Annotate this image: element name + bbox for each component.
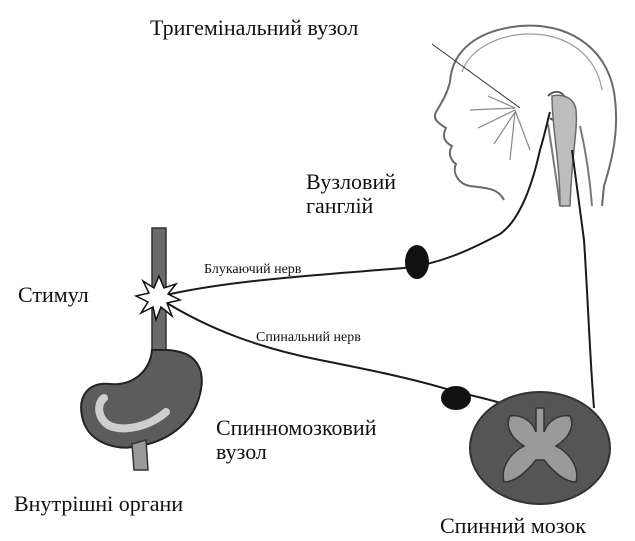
vagus-nerve-label: Блукаючий нерв xyxy=(204,262,301,277)
trigeminal-ganglion-label: Тригемінальний вузол xyxy=(150,16,358,40)
face-nerve-branches xyxy=(470,96,530,160)
viscera-label: Внутрішні органи xyxy=(14,492,183,516)
spinal-cord-label: Спинний мозок xyxy=(440,514,586,538)
trigeminal-pointer-line xyxy=(432,44,520,108)
stomach-illustration xyxy=(81,228,202,470)
nodose-ganglion-label-line2: ганглій xyxy=(306,194,396,218)
stimulus-label: Стимул xyxy=(18,283,89,307)
nodose-ganglion-label-line1: Вузловий xyxy=(306,170,396,194)
dorsal-root-ganglion-label: Спинномозковий вузол xyxy=(216,416,376,464)
dorsal-root-ganglion-label-line2: вузол xyxy=(216,440,376,464)
duodenum xyxy=(132,440,148,470)
nodose-ganglion-label: Вузловий ганглій xyxy=(306,170,396,218)
head-illustration xyxy=(435,26,616,206)
dorsal-root-ganglion xyxy=(441,386,471,410)
spinal-cord-section xyxy=(470,392,610,504)
dorsal-root-ganglion-label-line1: Спинномозковий xyxy=(216,416,376,440)
stimulus-burst xyxy=(136,276,180,320)
spinal-nerve-label: Спинальний нерв xyxy=(256,330,361,345)
nodose-ganglion xyxy=(405,245,429,279)
